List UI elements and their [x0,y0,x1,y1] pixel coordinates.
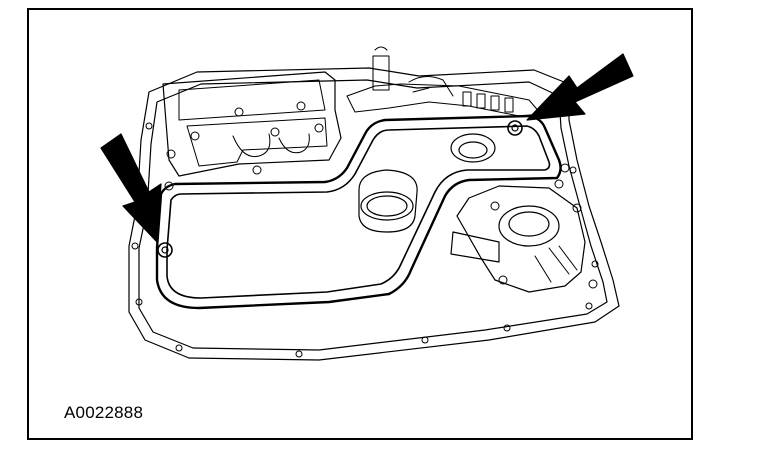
filter-tube-body [358,169,418,233]
pan-flange-outline [128,67,620,361]
target-bolt-left [157,242,173,258]
filter-tube-mouth [360,191,414,221]
valve-body-block [162,71,342,177]
transmission-pan-illustration [100,46,634,361]
bolt-icon [164,101,598,289]
drain-boss-outer [450,133,496,163]
valve-body-face [178,79,328,167]
pump-bore-outer [498,205,560,247]
pump-pipe [450,231,500,263]
pump-fins [534,245,578,283]
pan-flange-inner [138,79,608,351]
gasket-outer [155,114,562,310]
figure-id-label: A0022888 [64,403,144,422]
target-bolt-right [507,120,523,136]
callout-arrow-icon [526,53,634,121]
linkage-arm [408,76,454,97]
filter-tube-inner [366,195,408,217]
pump-housing [456,185,586,293]
illustration-frame: A0022888 [27,8,693,440]
flange-bolt-holes [131,102,599,358]
gasket-inner [166,125,551,299]
drain-boss-inner [458,141,488,159]
linkage-teeth [462,91,514,113]
linkage-post [372,46,390,91]
valve-body-bosses [232,133,310,158]
callout-arrow-icon [100,133,162,243]
linkage-rail [346,83,542,117]
pump-bore-inner [508,211,550,237]
